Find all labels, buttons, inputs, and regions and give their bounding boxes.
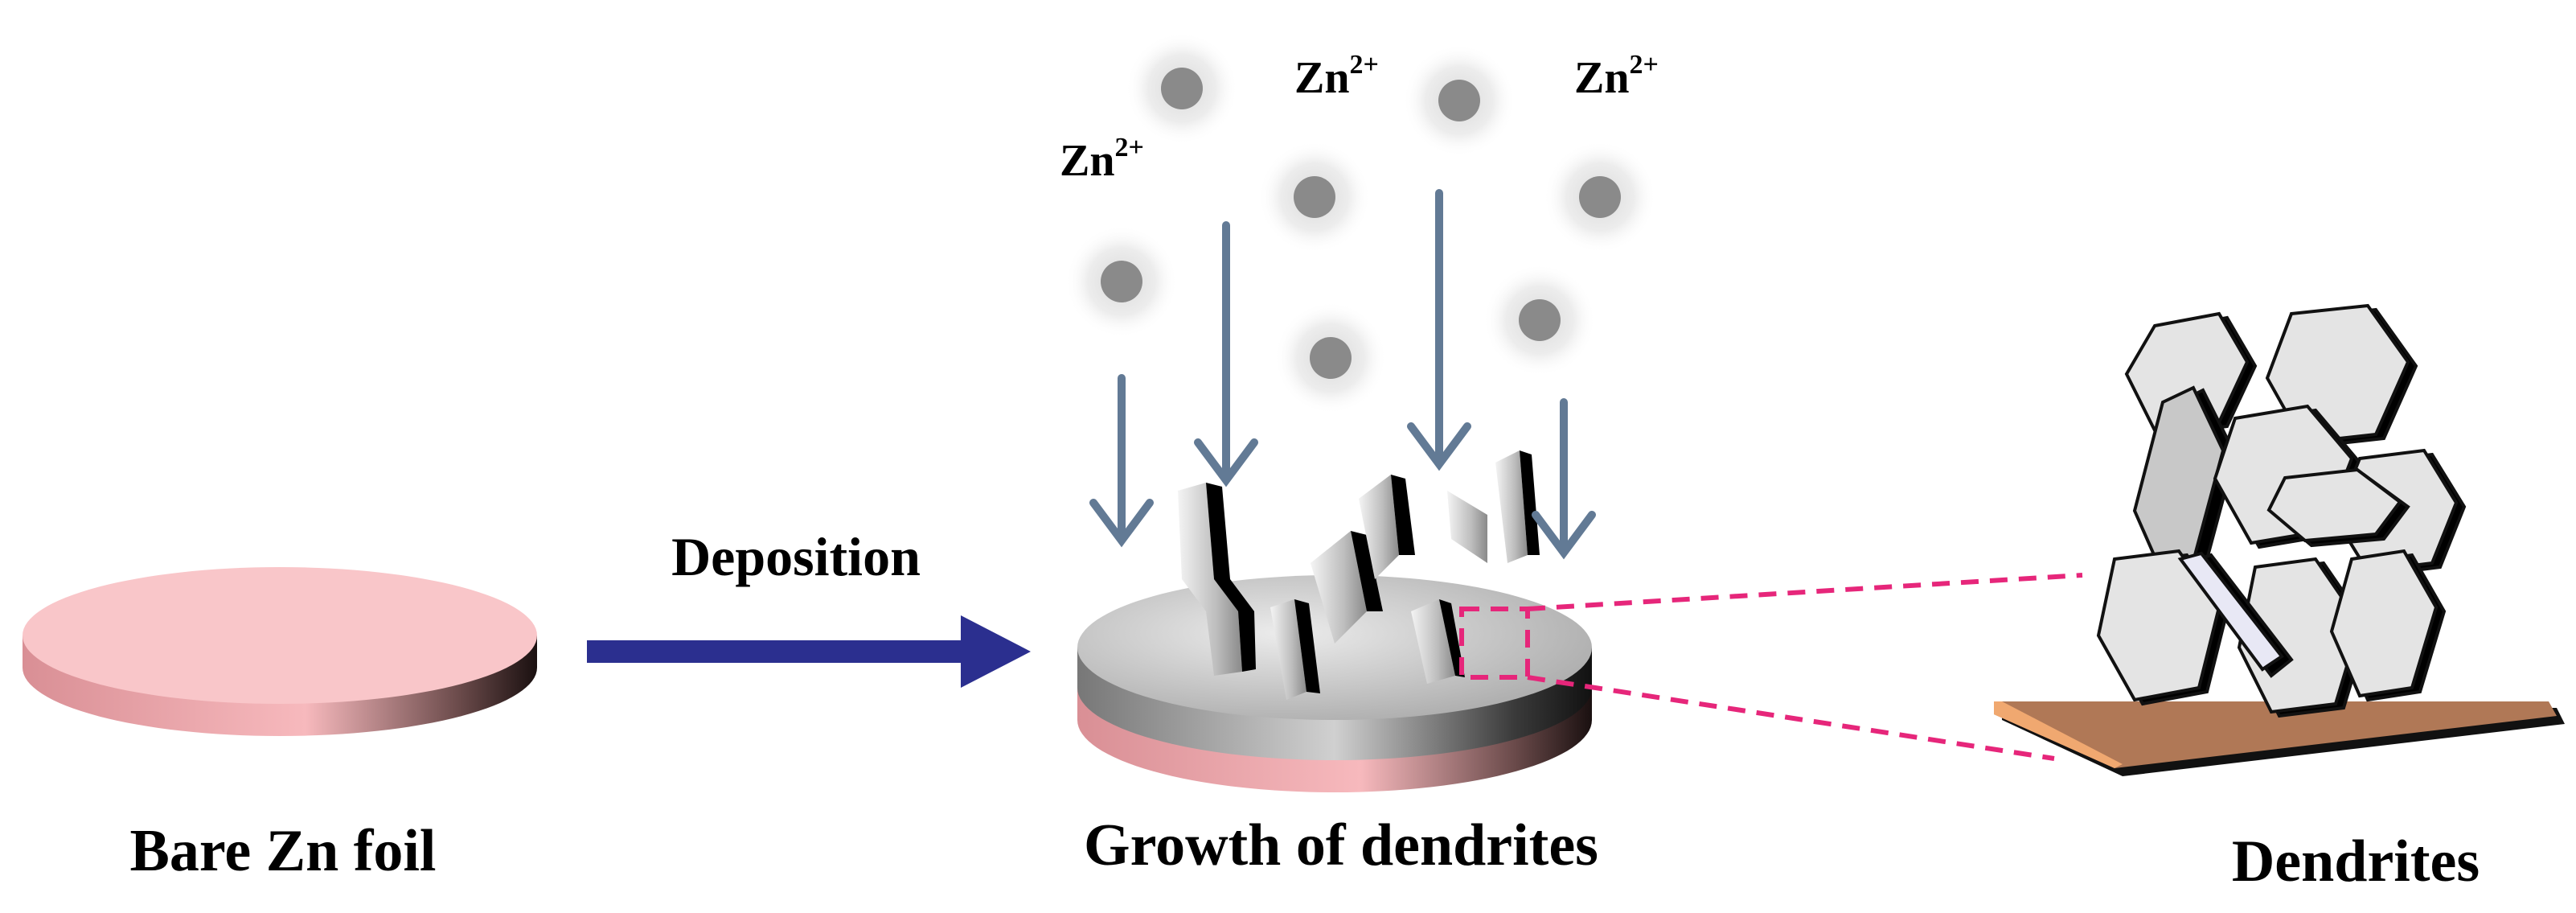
dendrites-label: Dendrites <box>2232 829 2480 894</box>
flux-arrow-2 <box>1194 221 1258 487</box>
flux-arrow-3 <box>1407 189 1471 471</box>
zn-ions <box>1065 32 1656 414</box>
deposition-label: Deposition <box>671 526 921 587</box>
ion-label: Zn2+ <box>1294 50 1379 103</box>
ion-dot <box>1065 225 1178 338</box>
ion-dot <box>1483 264 1596 376</box>
deposition-arrow <box>587 615 1031 688</box>
flux-arrow-1 <box>1089 374 1154 548</box>
ion-dot <box>1274 302 1387 414</box>
ion-dot <box>1544 141 1656 253</box>
hexagon-crystals <box>2096 303 2467 718</box>
ion-label: Zn2+ <box>1574 50 1659 103</box>
zoom-line-top <box>1527 573 2083 611</box>
ion-label: Zn2+ <box>1060 133 1144 186</box>
ion-dot <box>1126 32 1238 145</box>
zoom-line-bottom <box>1527 675 2055 761</box>
zoom-callout <box>1459 573 2083 761</box>
ion-flux-arrows <box>1089 189 1596 560</box>
dendrites-closeup <box>1994 303 2565 776</box>
flux-arrow-4 <box>1532 398 1596 560</box>
bare-zn-foil-label: Bare Zn foil <box>130 818 437 884</box>
dendrite-flakes <box>1178 450 1540 700</box>
zoom-box <box>1459 607 1530 680</box>
bare-zn-foil <box>23 567 537 736</box>
growth-of-dendrites-label: Growth of dendrites <box>1084 812 1598 878</box>
ion-dot <box>1258 141 1371 253</box>
ion-dot <box>1403 44 1516 157</box>
